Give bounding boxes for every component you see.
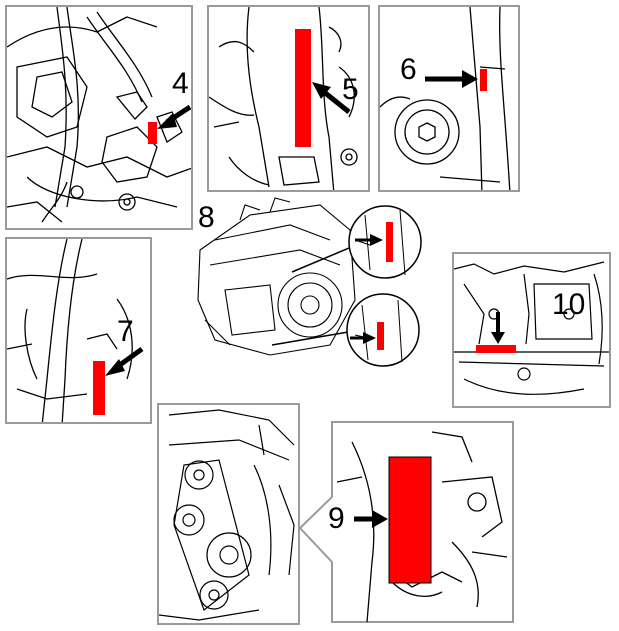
panel-10-drawing [454,261,609,395]
panel-5-arrow [322,90,351,114]
panel-6: 6 [378,5,520,192]
inset-lower-marker [377,322,384,350]
callout-4: 4 [172,67,189,100]
panel-5: 5 [207,5,370,192]
panel-6-marker [480,69,487,91]
panel-9-detail-drawing [298,421,514,623]
callout-9: 9 [328,502,345,535]
panel-10: 10 [452,252,611,408]
panel-7: 7 [5,237,152,424]
panel-5-arrowhead [312,82,331,99]
callout-5: 5 [342,73,359,106]
panel-9-arrowhead [372,510,388,528]
panel-5-drawing [209,7,358,190]
inset-upper [348,205,422,279]
inset-upper-marker [386,222,393,262]
panel-10-marker [476,345,516,353]
panel-10-arrowhead [491,332,505,344]
callout-10: 10 [552,288,586,321]
panel-6-drawing [380,7,511,190]
panel-4-arrowhead [157,113,177,129]
panel-5-marker [295,29,311,147]
callout-8: 8 [198,201,215,234]
panel-4-drawing [7,7,191,223]
inset-lower [346,293,420,367]
panel-7-arrowhead [105,359,125,376]
callout-7: 7 [117,315,134,348]
panel-9-engine [157,403,300,625]
callout-6: 6 [400,53,417,86]
panel-6-arrowhead [462,70,478,88]
panel-7-drawing [7,239,144,422]
panel-4: 4 [5,5,193,230]
panel-9-marker [388,456,432,584]
panel-7-marker [93,361,105,415]
panel-9-detail: 9 [298,421,514,623]
panel-9-engine-drawing [159,409,295,621]
panel-4-marker [148,122,157,144]
